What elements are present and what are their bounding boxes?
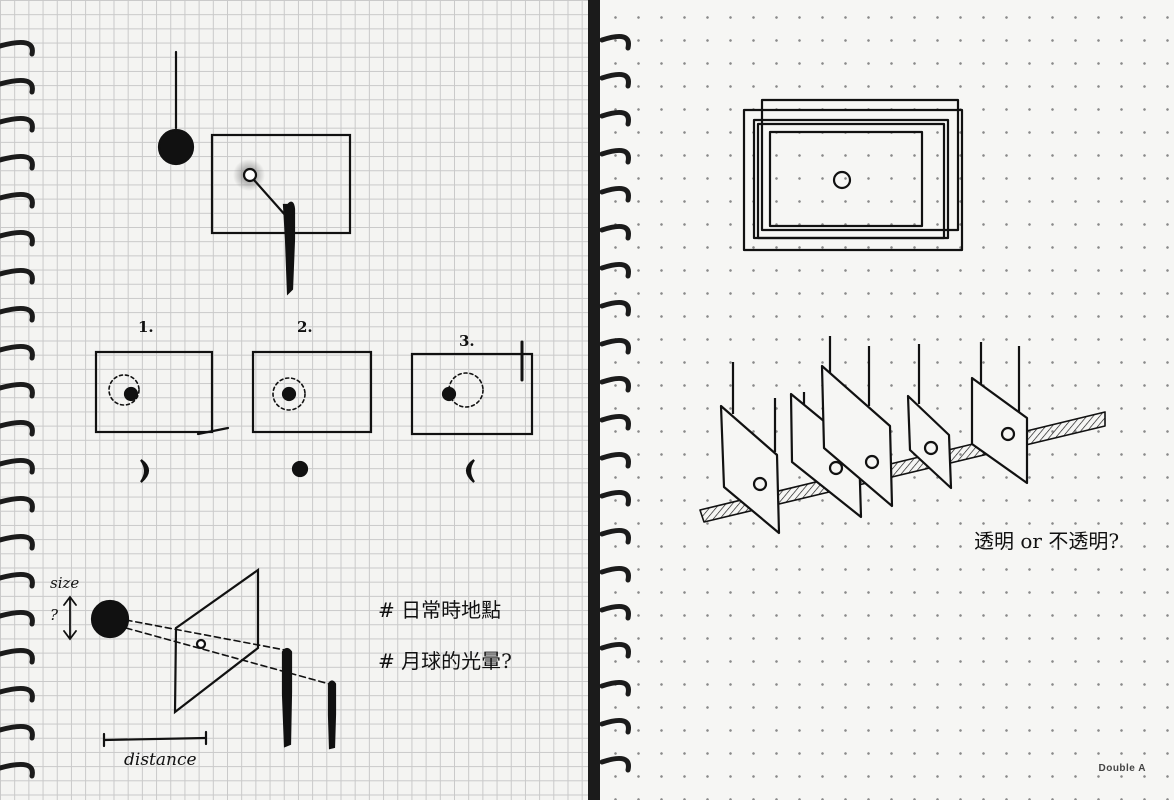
left-page-sketch xyxy=(63,50,534,750)
frame-layer-3 xyxy=(760,98,960,232)
plane-moon xyxy=(195,638,207,650)
panel-3-halo xyxy=(448,372,484,408)
frame-layer-4 xyxy=(756,122,946,240)
pointing-arm xyxy=(252,178,288,218)
rod-panel-3 xyxy=(820,346,894,508)
viewer-figure-far xyxy=(327,680,337,750)
size-label: size xyxy=(50,574,80,592)
panel-1-moon xyxy=(123,386,139,402)
panel-1-label: 1. xyxy=(138,318,154,336)
right-notebook-page: 透明 or 不透明? Double A xyxy=(600,0,1174,800)
notebook-gutter xyxy=(588,0,600,800)
distance-bar xyxy=(102,736,208,742)
panel-1-frame xyxy=(94,350,214,434)
left-spiral-binding xyxy=(0,39,35,779)
crescent-waxing-icon xyxy=(140,459,150,483)
note-moon-halo: # 月球的光暈? xyxy=(378,649,512,673)
transparency-question: 透明 or 不透明? xyxy=(974,529,1120,553)
hanging-moon xyxy=(157,128,195,166)
brand-mark: Double A xyxy=(1098,763,1146,774)
crescent-waning-icon xyxy=(465,459,475,483)
perspective-plane xyxy=(173,567,260,715)
panel-2-frame xyxy=(251,350,373,434)
rod-panel-4 xyxy=(906,344,953,490)
right-page-sketch xyxy=(699,98,1106,535)
full-moon-phase-icon xyxy=(291,460,309,478)
rod-panel-5 xyxy=(970,342,1029,485)
left-notebook-page: 1. 2. 3. size ? distance # 日常時地點 # 月球的光暈… xyxy=(0,0,588,800)
frame-layer-inner xyxy=(768,130,924,228)
panel-3-moon xyxy=(441,386,457,402)
rod-panel-1 xyxy=(719,362,781,535)
projected-moon xyxy=(242,167,258,183)
panel-3-label: 3. xyxy=(459,332,475,350)
viewer-figure-near xyxy=(281,647,293,748)
right-spiral-binding xyxy=(599,33,631,773)
projection-screen xyxy=(210,133,352,235)
distant-moon xyxy=(90,599,130,639)
standing-figure xyxy=(282,201,296,296)
note-everyday-location: # 日常時地點 xyxy=(378,598,502,622)
frame-layer-outer xyxy=(742,108,964,252)
panel-2-label: 2. xyxy=(297,318,313,336)
panel-2-moon xyxy=(281,386,297,402)
size-question: ? xyxy=(50,606,59,624)
frame-center-moon xyxy=(832,170,852,190)
sight-line-lower xyxy=(125,627,334,686)
size-arrow xyxy=(63,595,77,641)
distance-label: distance xyxy=(124,750,197,770)
sight-line-upper xyxy=(125,619,286,651)
panel-2-halo xyxy=(272,377,306,411)
panel-1-halo xyxy=(108,374,140,406)
panel-3-frame xyxy=(410,352,534,436)
